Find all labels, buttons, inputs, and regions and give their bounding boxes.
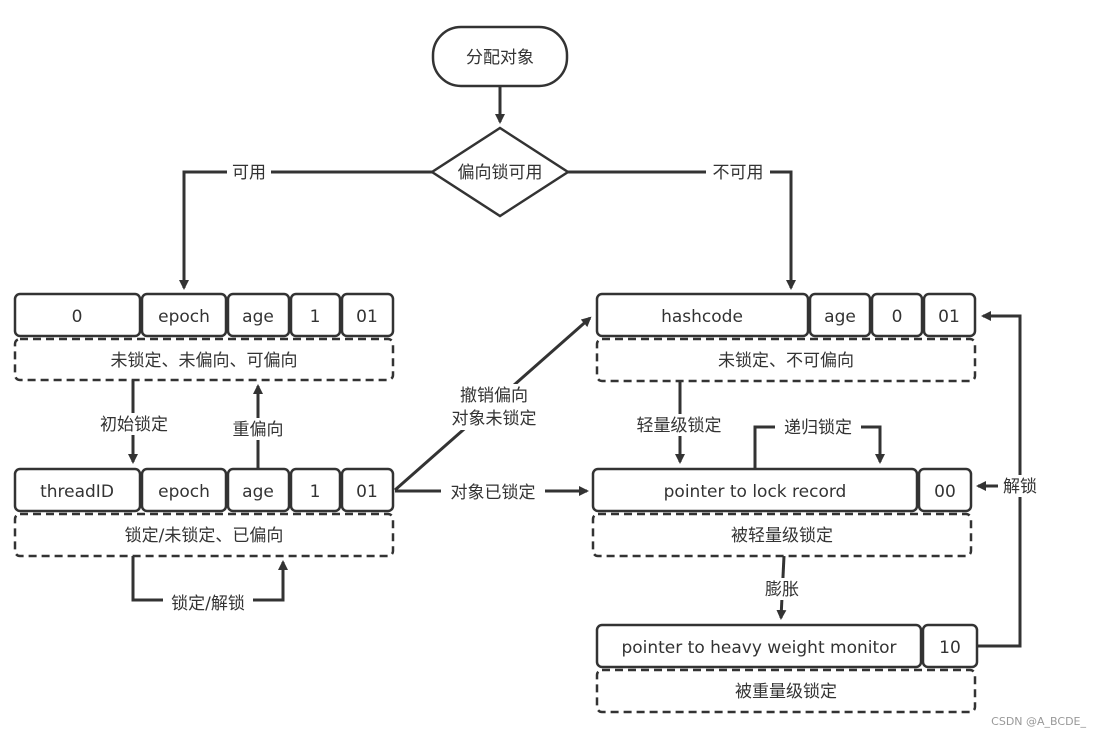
header-cell: pointer to lock record [664,482,847,502]
nonbiasable-header: hashcode age 0 01 [595,292,977,338]
header-cell: 0 [72,307,83,327]
decision-node: 偏向锁可用 [429,126,571,218]
header-cell: epoch [158,307,210,327]
edge-label-revoke-2: 对象未锁定 [452,409,537,429]
header-cell: hashcode [661,307,743,327]
state-label: 被重量级锁定 [735,682,837,702]
edge-label-lock-unlock: 锁定/解锁 [171,594,245,614]
arrow-available [179,170,432,290]
lightweight-state: 被轻量级锁定 [591,512,973,558]
state-label: 被轻量级锁定 [731,526,833,546]
header-cell: 0 [892,307,903,327]
edge-label-unlock: 解锁 [1003,477,1037,497]
header-cell: 10 [939,638,961,658]
edge-label-available: 可用 [232,163,266,183]
decision-label: 偏向锁可用 [458,163,543,183]
lightweight-header: pointer to lock record 00 [591,467,973,513]
biased-header: threadID epoch age 1 01 [13,467,395,513]
edge-label-inflate: 膨胀 [765,580,799,600]
biasable-state: 未锁定、未偏向、可偏向 [13,337,395,382]
header-cell: epoch [158,482,210,502]
start-node: 分配对象 [431,25,569,88]
start-label: 分配对象 [466,48,534,68]
header-cell: age [242,307,274,327]
edge-label-recursive-lock: 递归锁定 [784,418,852,438]
edge-label-rebias: 重偏向 [233,420,284,440]
state-label: 未锁定、未偏向、可偏向 [111,351,298,371]
edge-label-revoke-1: 撤销偏向 [460,386,528,406]
edge-labels: 可用 不可用 初始锁定 重偏向 锁定/解锁 撤销偏向 对象未锁定 对象已锁定 轻… [92,161,1042,614]
edge-label-object-locked: 对象已锁定 [451,483,536,503]
state-label: 未锁定、不可偏向 [718,351,854,371]
nonbiasable-state: 未锁定、不可偏向 [595,337,977,383]
edge-label-unavailable: 不可用 [713,163,764,183]
header-cell: 1 [310,482,321,502]
edge-label-init-lock: 初始锁定 [100,415,168,435]
state-label: 锁定/未锁定、已偏向 [125,526,284,546]
header-cell: 1 [310,307,321,327]
heavyweight-state: 被重量级锁定 [595,668,977,714]
arrow-unavailable [568,170,796,290]
header-cell: 01 [356,307,378,327]
biased-state: 锁定/未锁定、已偏向 [13,512,395,558]
watermark: CSDN @A_BCDE_ [991,715,1086,728]
header-cell: threadID [40,482,114,502]
biasable-header: 0 epoch age 1 01 [13,292,395,338]
header-cell: age [824,307,856,327]
heavyweight-header: pointer to heavy weight monitor 10 [595,623,979,669]
header-cell: 01 [938,307,960,327]
header-cell: pointer to heavy weight monitor [621,638,896,658]
header-cell: age [242,482,274,502]
edge-label-light-lock: 轻量级锁定 [637,416,722,436]
header-cell: 01 [356,482,378,502]
header-cell: 00 [934,482,956,502]
